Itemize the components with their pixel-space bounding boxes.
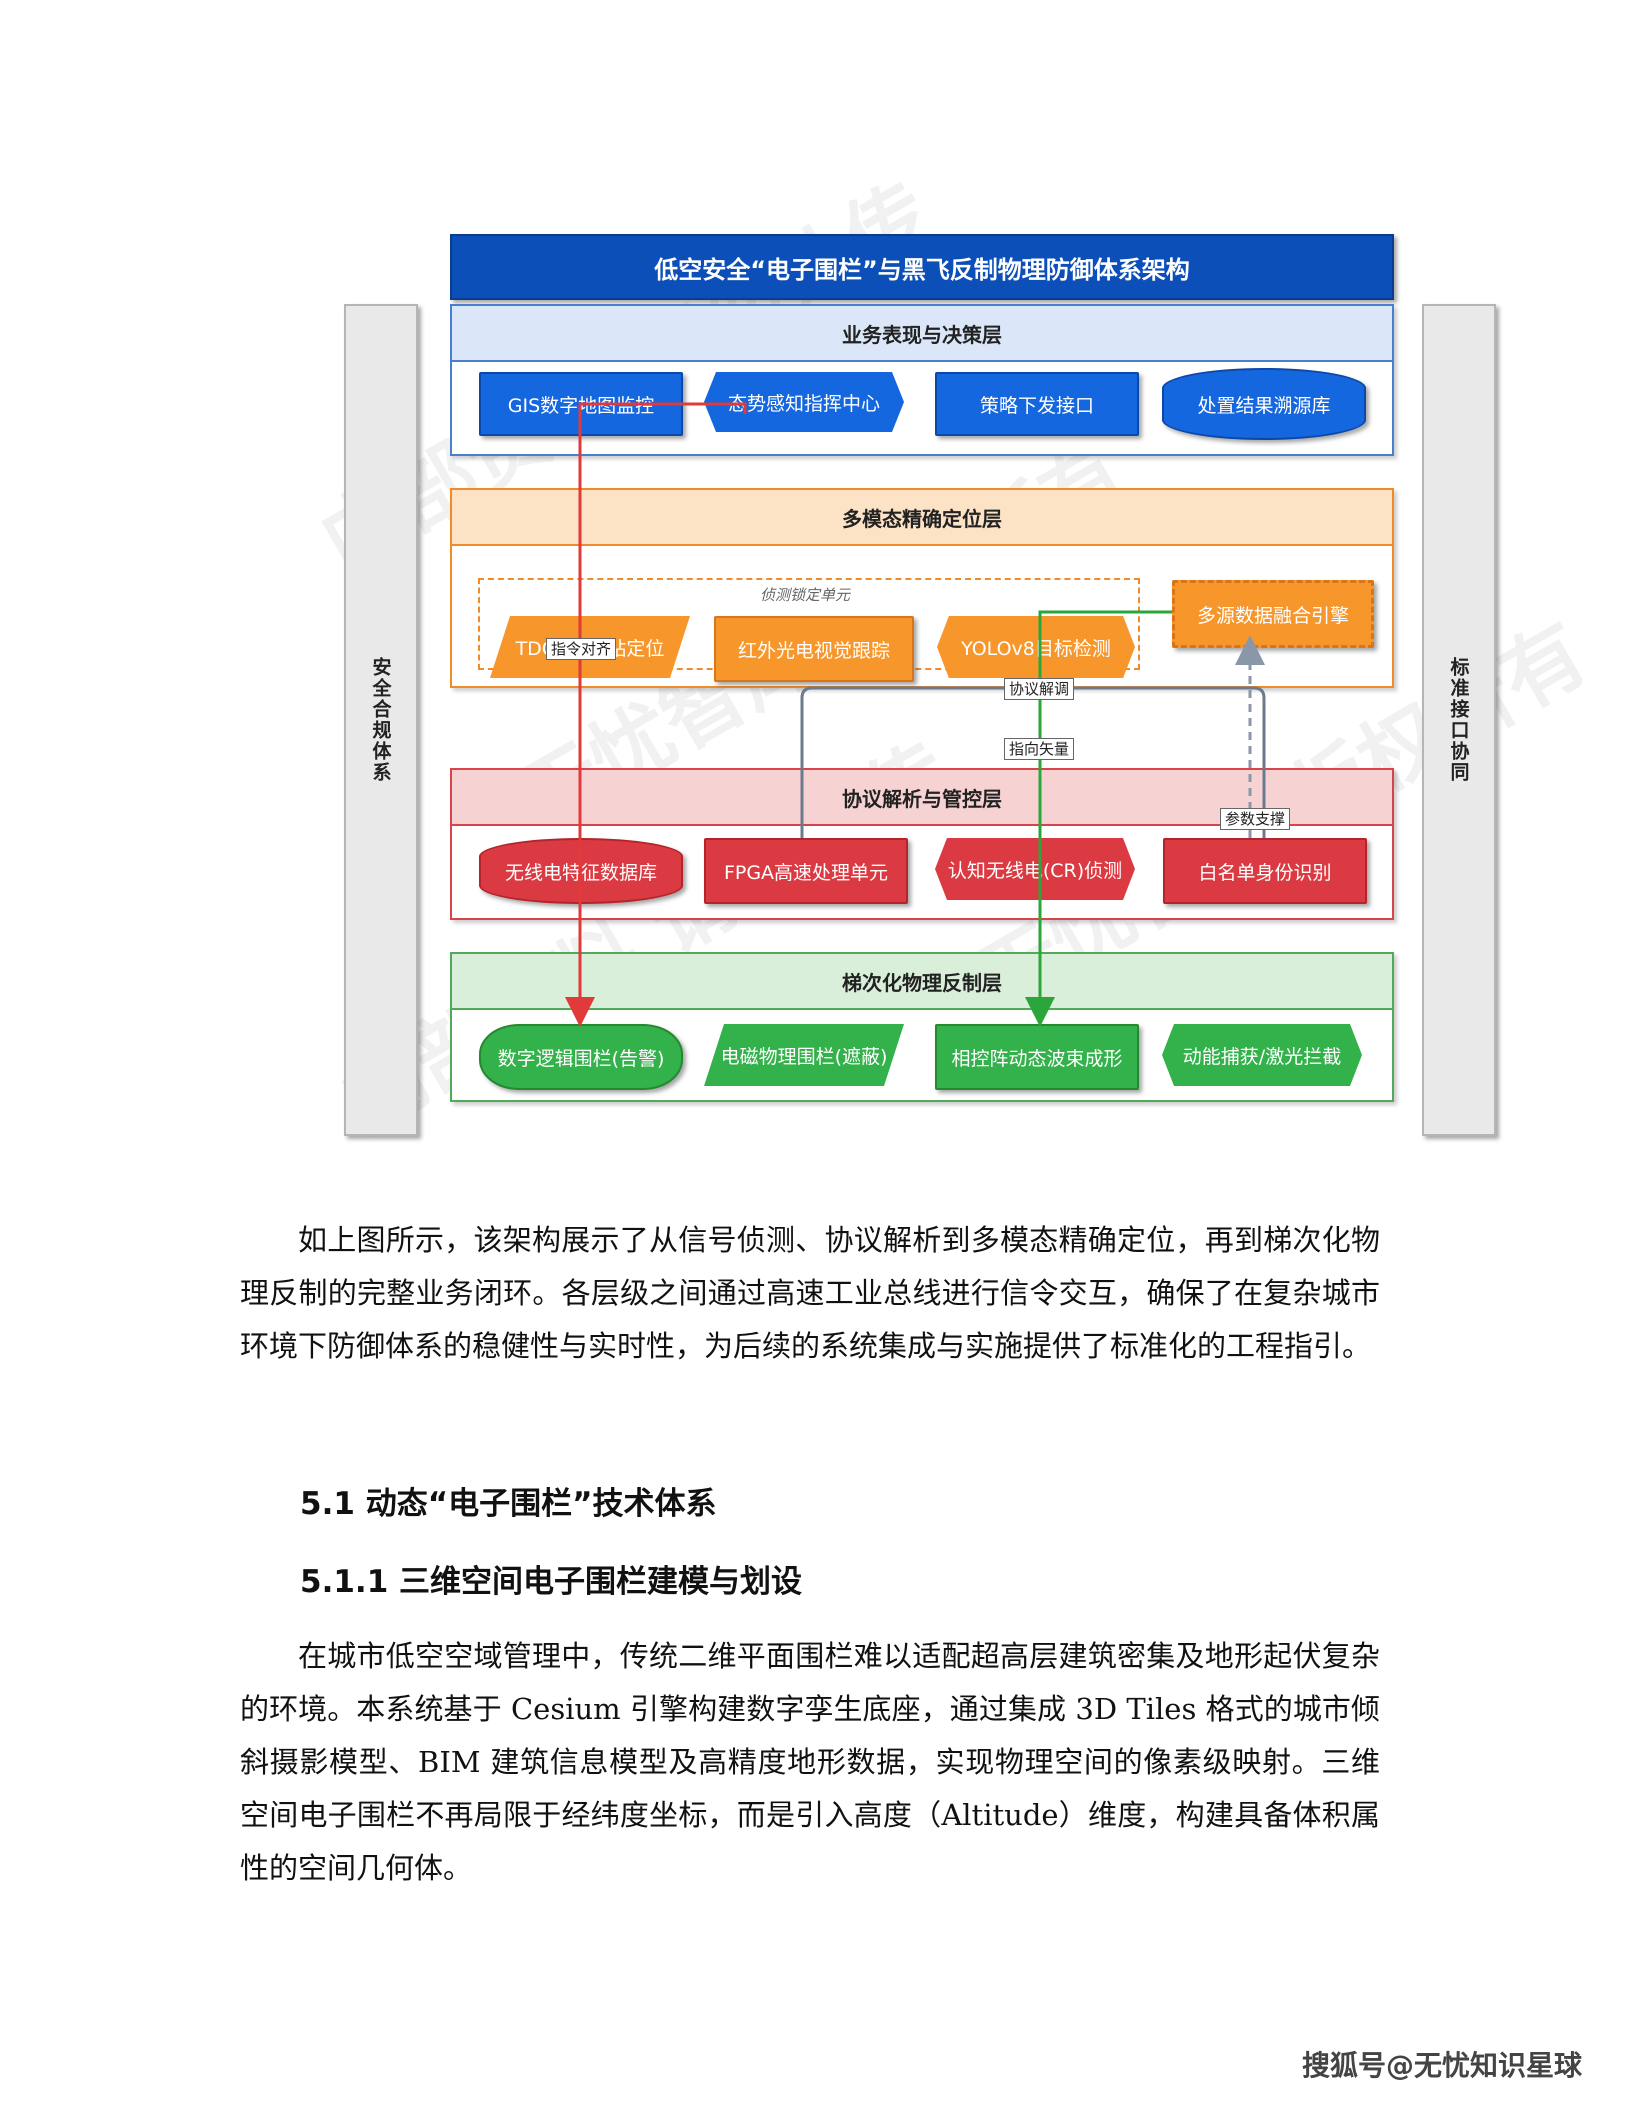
- paragraph-3d-fence: 在城市低空空域管理中，传统二维平面围栏难以适配超高层建筑密集及地形起伏复杂的环境…: [240, 1639, 1380, 1885]
- node-infrared: 红外光电视觉跟踪: [714, 616, 914, 682]
- layer-title: 梯次化物理反制层: [452, 954, 1392, 1010]
- left-sidebar-label: 安全合规体系: [369, 657, 392, 783]
- diagram-title: 低空安全“电子围栏”与黑飞反制物理防御体系架构: [450, 234, 1394, 300]
- detection-group-label: 侦测锁定单元: [760, 586, 851, 604]
- node-whitelist: 白名单身份识别: [1163, 838, 1367, 904]
- node-cognitive-radio: 认知无线电(CR)侦测: [935, 838, 1135, 900]
- left-sidebar: 安全合规体系: [344, 304, 418, 1136]
- node-gis-map: GIS数字地图监控: [479, 372, 683, 436]
- subsection-heading: 5.1.1 三维空间电子围栏建模与划设: [300, 1564, 803, 1600]
- paragraph-figure-description: 如上图所示，该架构展示了从信号侦测、协议解析到多模态精确定位，再到梯次化物理反制…: [240, 1223, 1380, 1363]
- node-radio-db: 无线电特征数据库: [479, 838, 683, 904]
- footer-brand: 搜狐号@无忧知识星球: [1301, 2049, 1582, 2082]
- edge-label-pointing-vector: 指向矢量: [1004, 738, 1075, 760]
- node-fusion-engine: 多源数据融合引擎: [1172, 580, 1374, 648]
- node-trace-db: 处置结果溯源库: [1162, 368, 1366, 440]
- node-yolo: YOLOv8目标检测: [937, 616, 1135, 678]
- node-phased-array: 相控阵动态波束成形: [935, 1024, 1139, 1090]
- architecture-diagram: 内部资料 请勿外传 ©无忧智库 版权所有 内部资料 请勿外传 ©无忧智库 版权所…: [306, 166, 1603, 1152]
- node-policy-interface: 策略下发接口: [935, 372, 1139, 436]
- node-fpga: FPGA高速处理单元: [704, 838, 908, 904]
- layer-title: 多模态精确定位层: [452, 490, 1392, 546]
- edge-label-protocol-demod: 协议解调: [1004, 678, 1075, 700]
- section-heading: 5.1 动态“电子围栏”技术体系: [300, 1486, 717, 1522]
- node-kinetic-capture: 动能捕获/激光拦截: [1162, 1024, 1362, 1086]
- layer-title: 业务表现与决策层: [452, 306, 1392, 362]
- edge-label-param-support: 参数支撑: [1220, 808, 1291, 830]
- node-em-fence: 电磁物理围栏(遮蔽): [704, 1024, 904, 1086]
- edge-label-command-align: 指令对齐: [546, 638, 617, 660]
- right-sidebar-label: 标准接口协同: [1447, 657, 1470, 783]
- node-command-center: 态势感知指挥中心: [704, 372, 904, 432]
- node-logic-fence: 数字逻辑围栏(告警): [479, 1024, 683, 1090]
- right-sidebar: 标准接口协同: [1422, 304, 1496, 1136]
